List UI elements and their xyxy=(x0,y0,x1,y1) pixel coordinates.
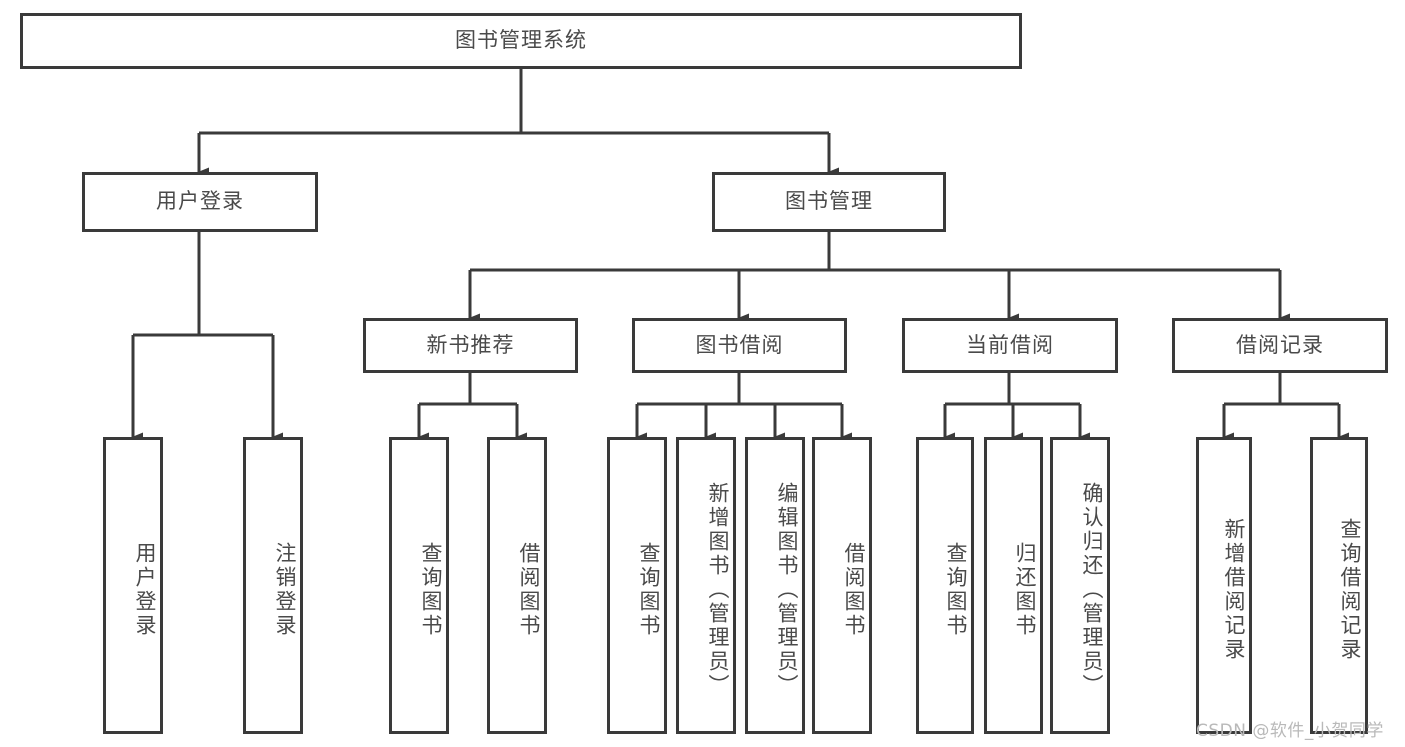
node-label: 归还图书 xyxy=(1013,541,1037,638)
node-label: 新增借阅记录 xyxy=(1222,517,1246,662)
level2-node-当前借阅[interactable]: 当前借阅 xyxy=(902,318,1118,373)
leaf-node-编辑图书管理员[interactable]: 编辑图书（管理员） xyxy=(745,437,805,734)
leaf-node-借阅图书[interactable]: 借阅图书 xyxy=(487,437,547,734)
node-label: 查询借阅记录 xyxy=(1338,517,1362,662)
leaf-node-归还图书[interactable]: 归还图书 xyxy=(984,437,1043,734)
leaf-node-查询图书[interactable]: 查询图书 xyxy=(607,437,667,734)
node-label: 图书管理 xyxy=(785,189,873,214)
level1-node-图书管理[interactable]: 图书管理 xyxy=(712,172,946,232)
leaf-node-用户登录[interactable]: 用户登录 xyxy=(103,437,163,734)
leaf-node-注销登录[interactable]: 注销登录 xyxy=(243,437,303,734)
node-label: 新增图书（管理员） xyxy=(706,481,730,698)
node-label: 当前借阅 xyxy=(966,332,1054,357)
node-label: 借阅图书 xyxy=(517,541,541,638)
level2-node-图书借阅[interactable]: 图书借阅 xyxy=(632,318,847,373)
leaf-node-确认归还管理员[interactable]: 确认归还（管理员） xyxy=(1050,437,1110,734)
node-label: 新书推荐 xyxy=(426,332,515,357)
node-label: 图书管理系统 xyxy=(455,28,587,53)
leaf-node-新增借阅记录[interactable]: 新增借阅记录 xyxy=(1196,437,1252,734)
node-label: 用户登录 xyxy=(156,189,244,214)
level1-node-用户登录[interactable]: 用户登录 xyxy=(82,172,318,232)
node-label: 注销登录 xyxy=(273,541,297,638)
node-label: 查询图书 xyxy=(419,541,443,638)
level2-node-借阅记录[interactable]: 借阅记录 xyxy=(1172,318,1388,373)
leaf-node-新增图书管理员[interactable]: 新增图书（管理员） xyxy=(676,437,736,734)
node-label: 编辑图书（管理员） xyxy=(775,481,799,698)
node-label: 查询图书 xyxy=(637,541,661,638)
leaf-node-查询图书[interactable]: 查询图书 xyxy=(916,437,974,734)
node-label: 借阅图书 xyxy=(842,541,866,638)
node-label: 图书借阅 xyxy=(695,332,784,357)
node-label: 确认归还（管理员） xyxy=(1080,481,1104,698)
node-label: 借阅记录 xyxy=(1236,332,1324,357)
leaf-node-查询图书[interactable]: 查询图书 xyxy=(389,437,449,734)
root-node-图书管理系统[interactable]: 图书管理系统 xyxy=(20,13,1022,69)
node-label: 用户登录 xyxy=(133,541,157,638)
tree-connectors xyxy=(131,69,1349,442)
leaf-node-借阅图书[interactable]: 借阅图书 xyxy=(812,437,872,734)
leaf-node-查询借阅记录[interactable]: 查询借阅记录 xyxy=(1310,437,1368,734)
level2-node-新书推荐[interactable]: 新书推荐 xyxy=(363,318,578,373)
node-label: 查询图书 xyxy=(944,541,968,638)
